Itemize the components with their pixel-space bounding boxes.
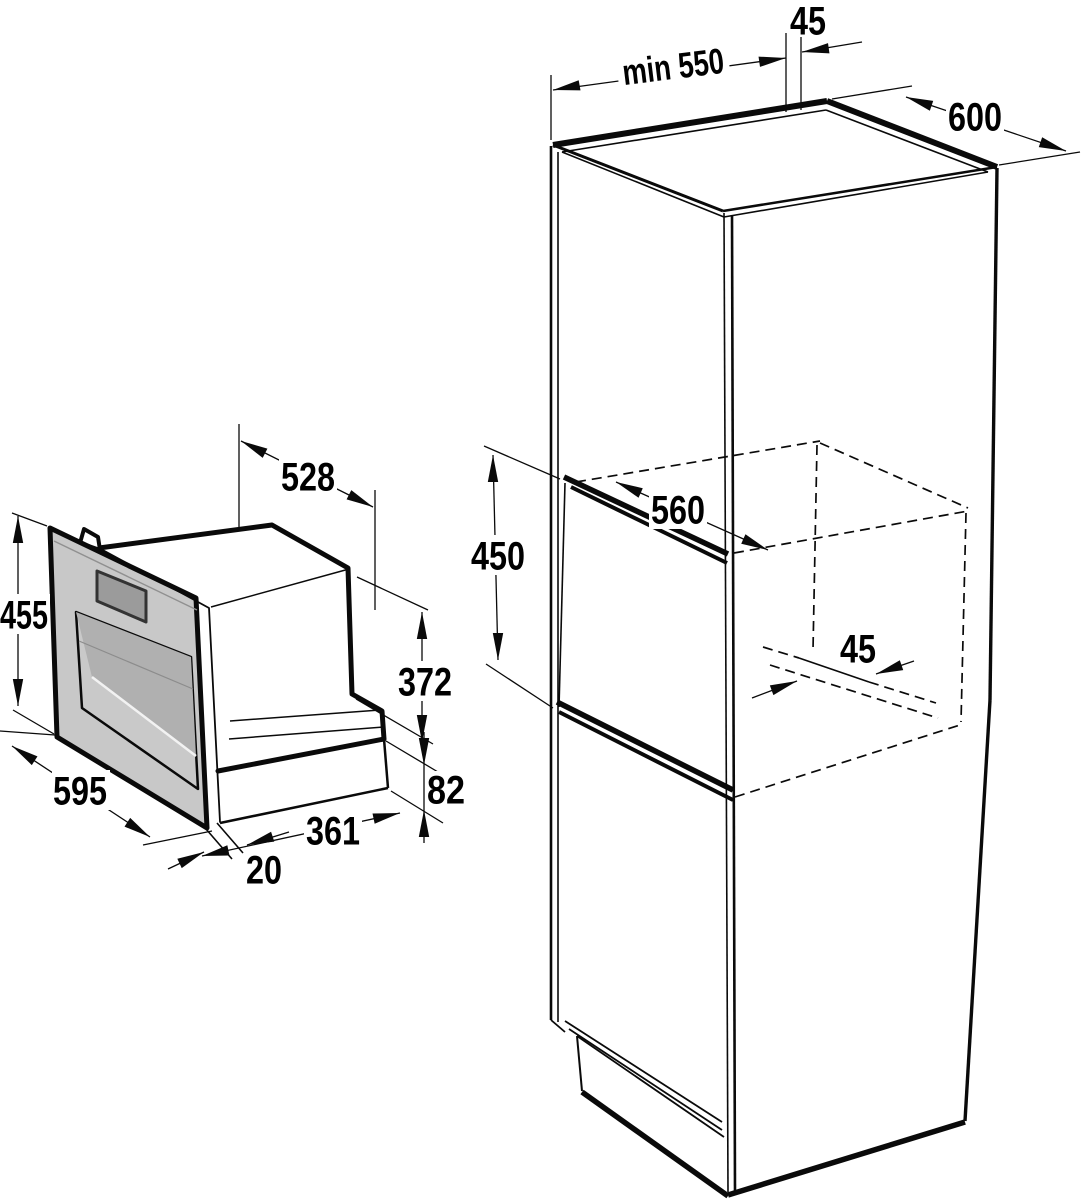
dim-cabinet-top-gap-label: 45 [788, 0, 828, 43]
dim-niche-back-gap-label: 45 [838, 627, 878, 671]
dim-niche-height-label: 450 [470, 534, 528, 578]
svg-text:45: 45 [840, 627, 876, 671]
svg-text:min 550: min 550 [620, 40, 726, 93]
dim-niche-width-label: 560 [649, 488, 707, 532]
svg-text:361: 361 [306, 809, 360, 853]
dim-cabinet-min-depth-label: min 550 [615, 40, 731, 93]
dim-appliance-width-label: 595 [52, 769, 110, 813]
svg-text:372: 372 [398, 660, 452, 704]
dim-front-panel-thickness-label: 20 [244, 848, 284, 892]
svg-text:20: 20 [246, 848, 282, 892]
diagram-linework [0, 33, 1081, 1199]
svg-text:560: 560 [651, 488, 705, 532]
dim-lower-body-depth-label: 361 [304, 809, 362, 853]
svg-text:528: 528 [281, 455, 335, 499]
dim-body-height-label: 372 [396, 660, 454, 704]
svg-text:455: 455 [0, 593, 48, 637]
svg-text:600: 600 [948, 95, 1002, 139]
dim-appliance-depth-label: 528 [279, 455, 337, 499]
dim-appliance-height-label: 455 [0, 593, 50, 637]
svg-text:82: 82 [427, 768, 465, 812]
svg-text:595: 595 [53, 769, 107, 813]
dim-cabinet-width-label: 600 [946, 95, 1004, 139]
svg-text:45: 45 [790, 0, 826, 43]
dimension-labels: 45 min 550 600 560 450 45 528 455 [0, 0, 1004, 892]
svg-text:450: 450 [471, 534, 525, 578]
dim-step-height-label: 82 [425, 768, 467, 812]
